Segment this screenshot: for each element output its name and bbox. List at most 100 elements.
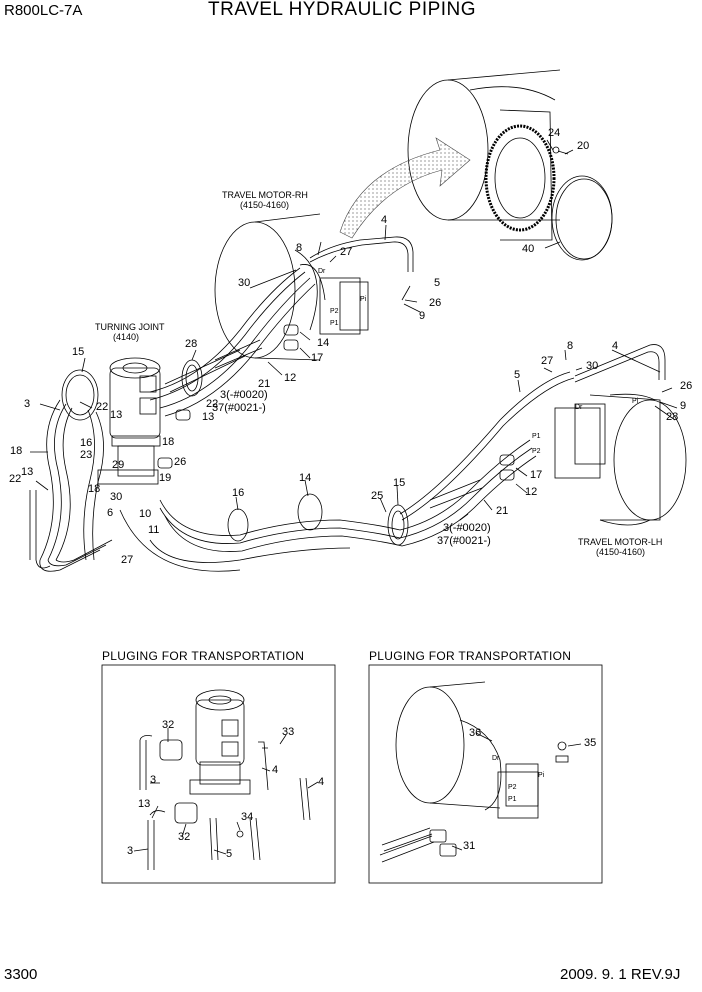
callout-number: 17 — [530, 469, 543, 481]
callout-number: 15 — [72, 346, 85, 358]
callout-number: 33 — [282, 726, 295, 738]
callout-number: 26 — [680, 380, 693, 392]
callout-number: 21 — [258, 378, 271, 390]
callout-number: 25 — [371, 490, 384, 502]
plugging-box-left — [101, 664, 336, 884]
callout-number: 8 — [296, 242, 303, 254]
callout-number: 13 — [21, 466, 34, 478]
callout-number: 36 — [469, 727, 482, 739]
callout-number: 5 — [226, 848, 233, 860]
callout-number: 12 — [284, 372, 297, 384]
plugging-box-right — [368, 664, 603, 884]
callout-number: 3 — [150, 774, 157, 786]
travel-motor-lh-code: (4150-4160) — [596, 547, 646, 557]
callout-number: 13 — [138, 798, 151, 810]
callout-number: 5 — [434, 277, 441, 289]
callout-number: 16 — [232, 487, 245, 499]
port-label: Dr — [492, 755, 500, 762]
callout-number: 3 — [127, 845, 134, 857]
callout-number: 10 — [139, 508, 152, 520]
callout-number: 12 — [525, 486, 538, 498]
callout-number: 27 — [541, 355, 554, 367]
callout-number: 5 — [514, 369, 521, 381]
port-label: P2 — [532, 448, 541, 455]
callout-number: 32 — [178, 831, 191, 843]
transfer-arrow — [339, 137, 471, 239]
plugging-right-title: PLUGING FOR TRANSPORTATION — [369, 649, 572, 663]
callout-number: 14 — [317, 337, 330, 349]
left-hose-bundle — [29, 369, 113, 572]
callout-number: 27 — [121, 554, 134, 566]
port-label: P2 — [330, 308, 339, 315]
callout-number: 21 — [496, 505, 509, 517]
callout-number: 30 — [586, 360, 599, 372]
turning-joint-code: (4140) — [113, 332, 140, 342]
plugging-left-drawing — [133, 689, 319, 870]
port-label: Dr — [318, 268, 326, 275]
callout-number: 28 — [666, 411, 679, 423]
port-label: P1 — [532, 433, 541, 440]
callout-number: 27 — [340, 246, 353, 258]
page-title: TRAVEL HYDRAULIC PIPING — [208, 0, 477, 20]
port-label: Dr — [575, 404, 583, 411]
callout-number: 18 — [162, 436, 175, 448]
callout-number: 19 — [159, 472, 172, 484]
rh-note-2: 37(#0021-) — [212, 402, 266, 414]
callout-number: 22 — [206, 398, 219, 410]
page-number: 3300 — [4, 966, 38, 983]
plugging-left-title: PLUGING FOR TRANSPORTATION — [102, 649, 305, 663]
callout-number: 13 — [110, 409, 123, 421]
travel-motor-lh-drawing — [554, 393, 687, 526]
revision-date: 2009. 9. 1 REV.9J — [560, 966, 681, 983]
callout-number: 9 — [680, 400, 687, 412]
callout-number: 26 — [174, 456, 187, 468]
callout-number: 24 — [548, 127, 561, 139]
callout-number: 4 — [318, 776, 325, 788]
callout-number: 30 — [238, 277, 251, 289]
model-name: R800LC-7A — [4, 2, 83, 19]
callout-number: 11 — [148, 524, 160, 536]
travel-motor-rh-label: TRAVEL MOTOR-RH — [222, 190, 308, 200]
callout-number: 6 — [107, 507, 114, 519]
callout-number: 18 — [88, 483, 101, 495]
callout-number: 26 — [429, 297, 442, 309]
callout-number: 34 — [241, 811, 254, 823]
callout-number: 40 — [522, 243, 535, 255]
callout-number: 22 — [96, 401, 109, 413]
callout-number: 3 — [24, 398, 31, 410]
lh-hose-lines — [119, 344, 666, 572]
callout-number: 22 — [9, 473, 22, 485]
callout-number: 4 — [272, 764, 279, 776]
callout-number: 9 — [419, 310, 426, 322]
port-label: P1 — [508, 796, 517, 803]
callout-number: 35 — [584, 737, 597, 749]
port-label: Pi — [632, 398, 639, 405]
lh-note-1: 3(-#0020) — [443, 522, 491, 534]
callout-number: 18 — [10, 445, 23, 457]
callout-number: 8 — [567, 340, 574, 352]
travel-motor-detail-drawing — [407, 69, 613, 261]
port-label: P2 — [508, 784, 517, 791]
callout-number: 28 — [185, 338, 198, 350]
travel-motor-rh-code: (4150-4160) — [240, 200, 290, 210]
turning-joint-drawing — [97, 357, 161, 485]
travel-motor-lh-label: TRAVEL MOTOR-LH — [578, 537, 663, 547]
port-label: Pi — [360, 296, 367, 303]
callout-number: 4 — [381, 214, 388, 226]
turning-joint-label: TURNING JOINT — [95, 322, 165, 332]
callout-number: 13 — [202, 411, 215, 423]
callout-number: 32 — [162, 719, 175, 731]
callout-number: 30 — [110, 491, 123, 503]
callout-number: 14 — [299, 472, 312, 484]
travel-motor-rh-drawing — [214, 213, 369, 361]
lh-note-2: 37(#0021-) — [437, 535, 491, 547]
callout-number: 4 — [612, 340, 619, 352]
callout-number: 31 — [463, 840, 476, 852]
plugging-right-drawing — [379, 681, 582, 863]
rh-note-1: 3(-#0020) — [220, 389, 268, 401]
port-label: P1 — [330, 320, 339, 327]
callout-number: 17 — [311, 352, 324, 364]
callout-number: 20 — [577, 140, 590, 152]
callout-number: 15 — [393, 477, 406, 489]
